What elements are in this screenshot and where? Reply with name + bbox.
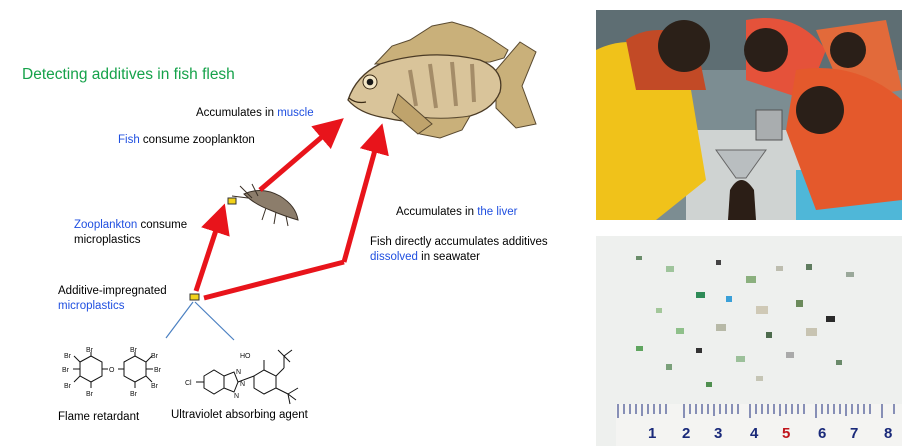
flame-retardant-label: Flame retardant <box>58 410 139 425</box>
ruler-number: 8 <box>884 425 892 442</box>
label-text: in seawater <box>418 251 480 263</box>
direct-accumulation-label: Fish directly accumulates additives disso… <box>370 235 548 265</box>
atom-label: Br <box>154 367 162 374</box>
microplastic-particle-icon <box>228 198 236 204</box>
branch-lines <box>166 302 234 340</box>
microplastics-photo: 1 2 3 4 5 6 7 8 <box>596 236 902 446</box>
atom-label: N <box>234 393 239 400</box>
highlight-text: dissolved <box>370 251 418 263</box>
label-text: consume <box>137 219 187 231</box>
muscle-label: Accumulates in muscle <box>196 106 314 121</box>
label-text: Accumulates in <box>396 206 477 218</box>
ruler-number: 1 <box>648 425 656 442</box>
ruler-number: 3 <box>714 425 722 442</box>
atom-labels: Br Br Br Br Br O Br Br Br Br Br Cl HO N … <box>62 347 251 400</box>
atom-label: Cl <box>185 380 192 387</box>
atom-label: N <box>240 381 245 388</box>
atom-label: Br <box>86 391 94 398</box>
atom-label: Br <box>64 383 72 390</box>
atom-label: HO <box>240 353 251 360</box>
zooplankton-label: Zooplankton consume microplastics <box>74 218 187 248</box>
atom-label: Br <box>130 347 138 354</box>
ruler-number: 6 <box>818 425 826 442</box>
atom-label: Br <box>151 383 159 390</box>
atom-label: Br <box>151 353 159 360</box>
atom-label: Br <box>64 353 72 360</box>
atom-label: O <box>109 367 115 374</box>
ruler-number: 4 <box>750 425 759 442</box>
atom-label: Br <box>130 391 138 398</box>
highlight-text: microplastics <box>58 300 124 312</box>
fish-illustration <box>348 22 536 138</box>
highlight-text: the liver <box>477 206 517 218</box>
label-text: Additive-impregnated <box>58 285 167 297</box>
additive-microplastics-label: Additive-impregnated microplastics <box>58 284 167 314</box>
atom-label: Br <box>62 367 70 374</box>
ruler-number: 2 <box>682 425 690 442</box>
label-text: consume zooplankton <box>140 134 255 146</box>
highlight-text: muscle <box>277 107 313 119</box>
ruler-number: 5 <box>782 425 790 442</box>
ruler-number: 7 <box>850 425 858 442</box>
microplastic-particle-icon <box>190 294 199 300</box>
liver-label: Accumulates in the liver <box>396 205 517 220</box>
highlight-text: Zooplankton <box>74 219 137 231</box>
label-text: Accumulates in <box>196 107 277 119</box>
sampling-photo <box>596 10 902 220</box>
atom-label: Br <box>86 347 94 354</box>
uv-absorbing-label: Ultraviolet absorbing agent <box>171 408 308 423</box>
label-text: microplastics <box>74 234 140 246</box>
zooplankton-illustration <box>232 184 298 226</box>
fish-consume-label: Fish consume zooplankton <box>118 133 255 148</box>
highlight-text: Fish <box>118 134 140 146</box>
label-text: Fish directly accumulates additives <box>370 236 548 248</box>
atom-label: N <box>236 369 241 376</box>
